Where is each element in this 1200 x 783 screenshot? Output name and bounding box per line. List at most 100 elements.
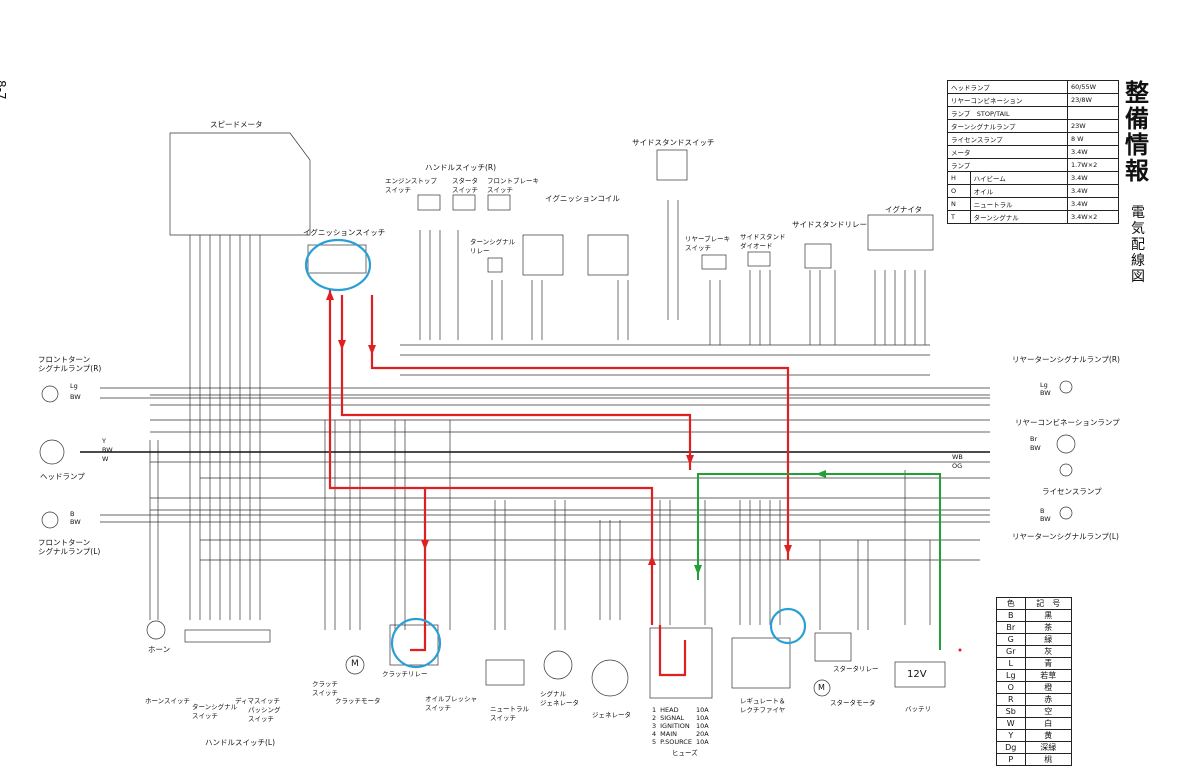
red-wires <box>328 290 790 677</box>
color-cell: 灰 <box>1024 645 1073 658</box>
color-cell: B <box>996 609 1026 622</box>
label-speedometer: スピードメータ <box>210 120 263 129</box>
ignition-switch-box <box>307 244 367 274</box>
spec-watt: 8 W <box>1066 132 1120 146</box>
starter-relay-box <box>814 632 852 662</box>
red-fuse-loop <box>658 625 687 677</box>
spec-watt: 60/55W <box>1066 80 1120 94</box>
wire-front-l-2: BW <box>70 518 81 526</box>
fuse-cell: 10A <box>695 714 709 722</box>
spec-item: リヤーコンビネーション <box>947 93 1068 107</box>
color-cell: 白 <box>1024 717 1073 730</box>
fuse-label: ヒューズ <box>672 749 698 757</box>
color-cell: P <box>996 753 1026 766</box>
red-path-2 <box>340 295 692 470</box>
color-cell: 空 <box>1024 705 1073 718</box>
color-cell: Gr <box>996 645 1026 658</box>
label-turn-relay: ターンシグナル リレー <box>470 238 516 255</box>
spec-item: ニュートラル <box>969 197 1068 211</box>
fuse-cell: P.SOURCE <box>660 738 692 746</box>
spec-item: ハイビーム <box>969 171 1068 185</box>
wire-combo-1: Br <box>1030 435 1038 443</box>
handle-switch-l-connector <box>184 629 271 643</box>
side-stand-switch-box <box>656 149 688 181</box>
color-cell: 赤 <box>1024 693 1073 706</box>
fuse-cell: 10A <box>695 722 709 730</box>
spec-item: ランプ STOP/TAIL <box>947 106 1068 120</box>
label-ignition-coil: イグニッションコイル <box>545 194 620 203</box>
color-cell: R <box>996 693 1026 706</box>
spec-item: ランプ <box>947 158 1068 172</box>
label-starter-sw: スタータ スイッチ <box>452 177 478 194</box>
label-engine-stop: エンジンストップ スイッチ <box>385 177 437 194</box>
wire-front-l-1: B <box>70 510 75 518</box>
fuse-cell: IGNITION <box>660 722 690 730</box>
color-cell: 桃 <box>1024 753 1073 766</box>
page-title: 整備情報 <box>1125 79 1149 185</box>
ign-coil-2 <box>587 234 629 276</box>
color-cell: Dg <box>996 741 1026 754</box>
color-cell: 青 <box>1024 657 1073 670</box>
label-igniter: イグナイタ <box>885 205 923 214</box>
spec-item: O <box>947 184 971 198</box>
fuse-cell: SIGNAL <box>660 714 685 722</box>
ign-coil-1 <box>522 234 564 276</box>
label-neutral-sw: ニュートラル スイッチ <box>490 705 529 722</box>
label-side-stand-diode: サイドスタンド ダイオード <box>740 233 786 250</box>
wire-head-2: BW <box>102 446 113 454</box>
fuse-cell: HEAD <box>660 706 679 714</box>
label-dimmer: ディマスイッチ <box>235 697 281 705</box>
wire-head-3: W <box>102 455 109 463</box>
fuse-cell: 10A <box>695 738 709 746</box>
battery-box <box>894 661 946 688</box>
label-rear-turn-l: リヤーターンシグナルランプ(L) <box>1012 532 1119 541</box>
color-cell: L <box>996 657 1026 670</box>
red-path-5 <box>410 560 427 652</box>
black-wires <box>39 132 1076 699</box>
label-turn-sw: ターンシグナル スイッチ <box>192 703 238 720</box>
fuse-box <box>649 627 713 699</box>
battery-voltage: 12V <box>907 669 927 680</box>
color-cell: O <box>996 681 1026 694</box>
wire-front-r-2: BW <box>70 393 81 401</box>
label-starter-motor: スタータモータ <box>830 699 876 707</box>
label-license: ライセンスランプ <box>1042 487 1102 496</box>
label-horn-sw: ホーンスイッチ <box>145 697 191 705</box>
spec-item: オイル <box>969 184 1068 198</box>
spec-watt: 3.4W <box>1066 197 1120 211</box>
spec-watt <box>1066 106 1120 120</box>
page-subtitle: 電気配線図 <box>1131 205 1145 285</box>
label-rear-combo: リヤーコンビネーションランプ <box>1015 418 1120 427</box>
spec-row: ランプ STOP/TAIL <box>947 106 1120 120</box>
spec-watt: 1.7W×2 <box>1066 158 1120 172</box>
color-header-code: 色 <box>996 597 1026 610</box>
red-path-1 <box>328 290 654 625</box>
label-clutch-motor: クラッチモータ <box>335 697 381 705</box>
wire-rear-r-2: BW <box>1040 389 1051 397</box>
label-generator: ジェネレータ <box>592 711 631 719</box>
label-side-stand-sw: サイドスタンドスイッチ <box>632 138 715 147</box>
wire-head-1: Y <box>102 437 106 445</box>
label-rear-turn-r: リヤーターンシグナルランプ(R) <box>1012 355 1120 364</box>
fuse-cell: 20A <box>695 730 709 738</box>
spec-watt: 3.4W×2 <box>1066 210 1120 224</box>
color-cell: G <box>996 633 1026 646</box>
label-clutch-relay: クラッチリレー <box>382 670 428 678</box>
